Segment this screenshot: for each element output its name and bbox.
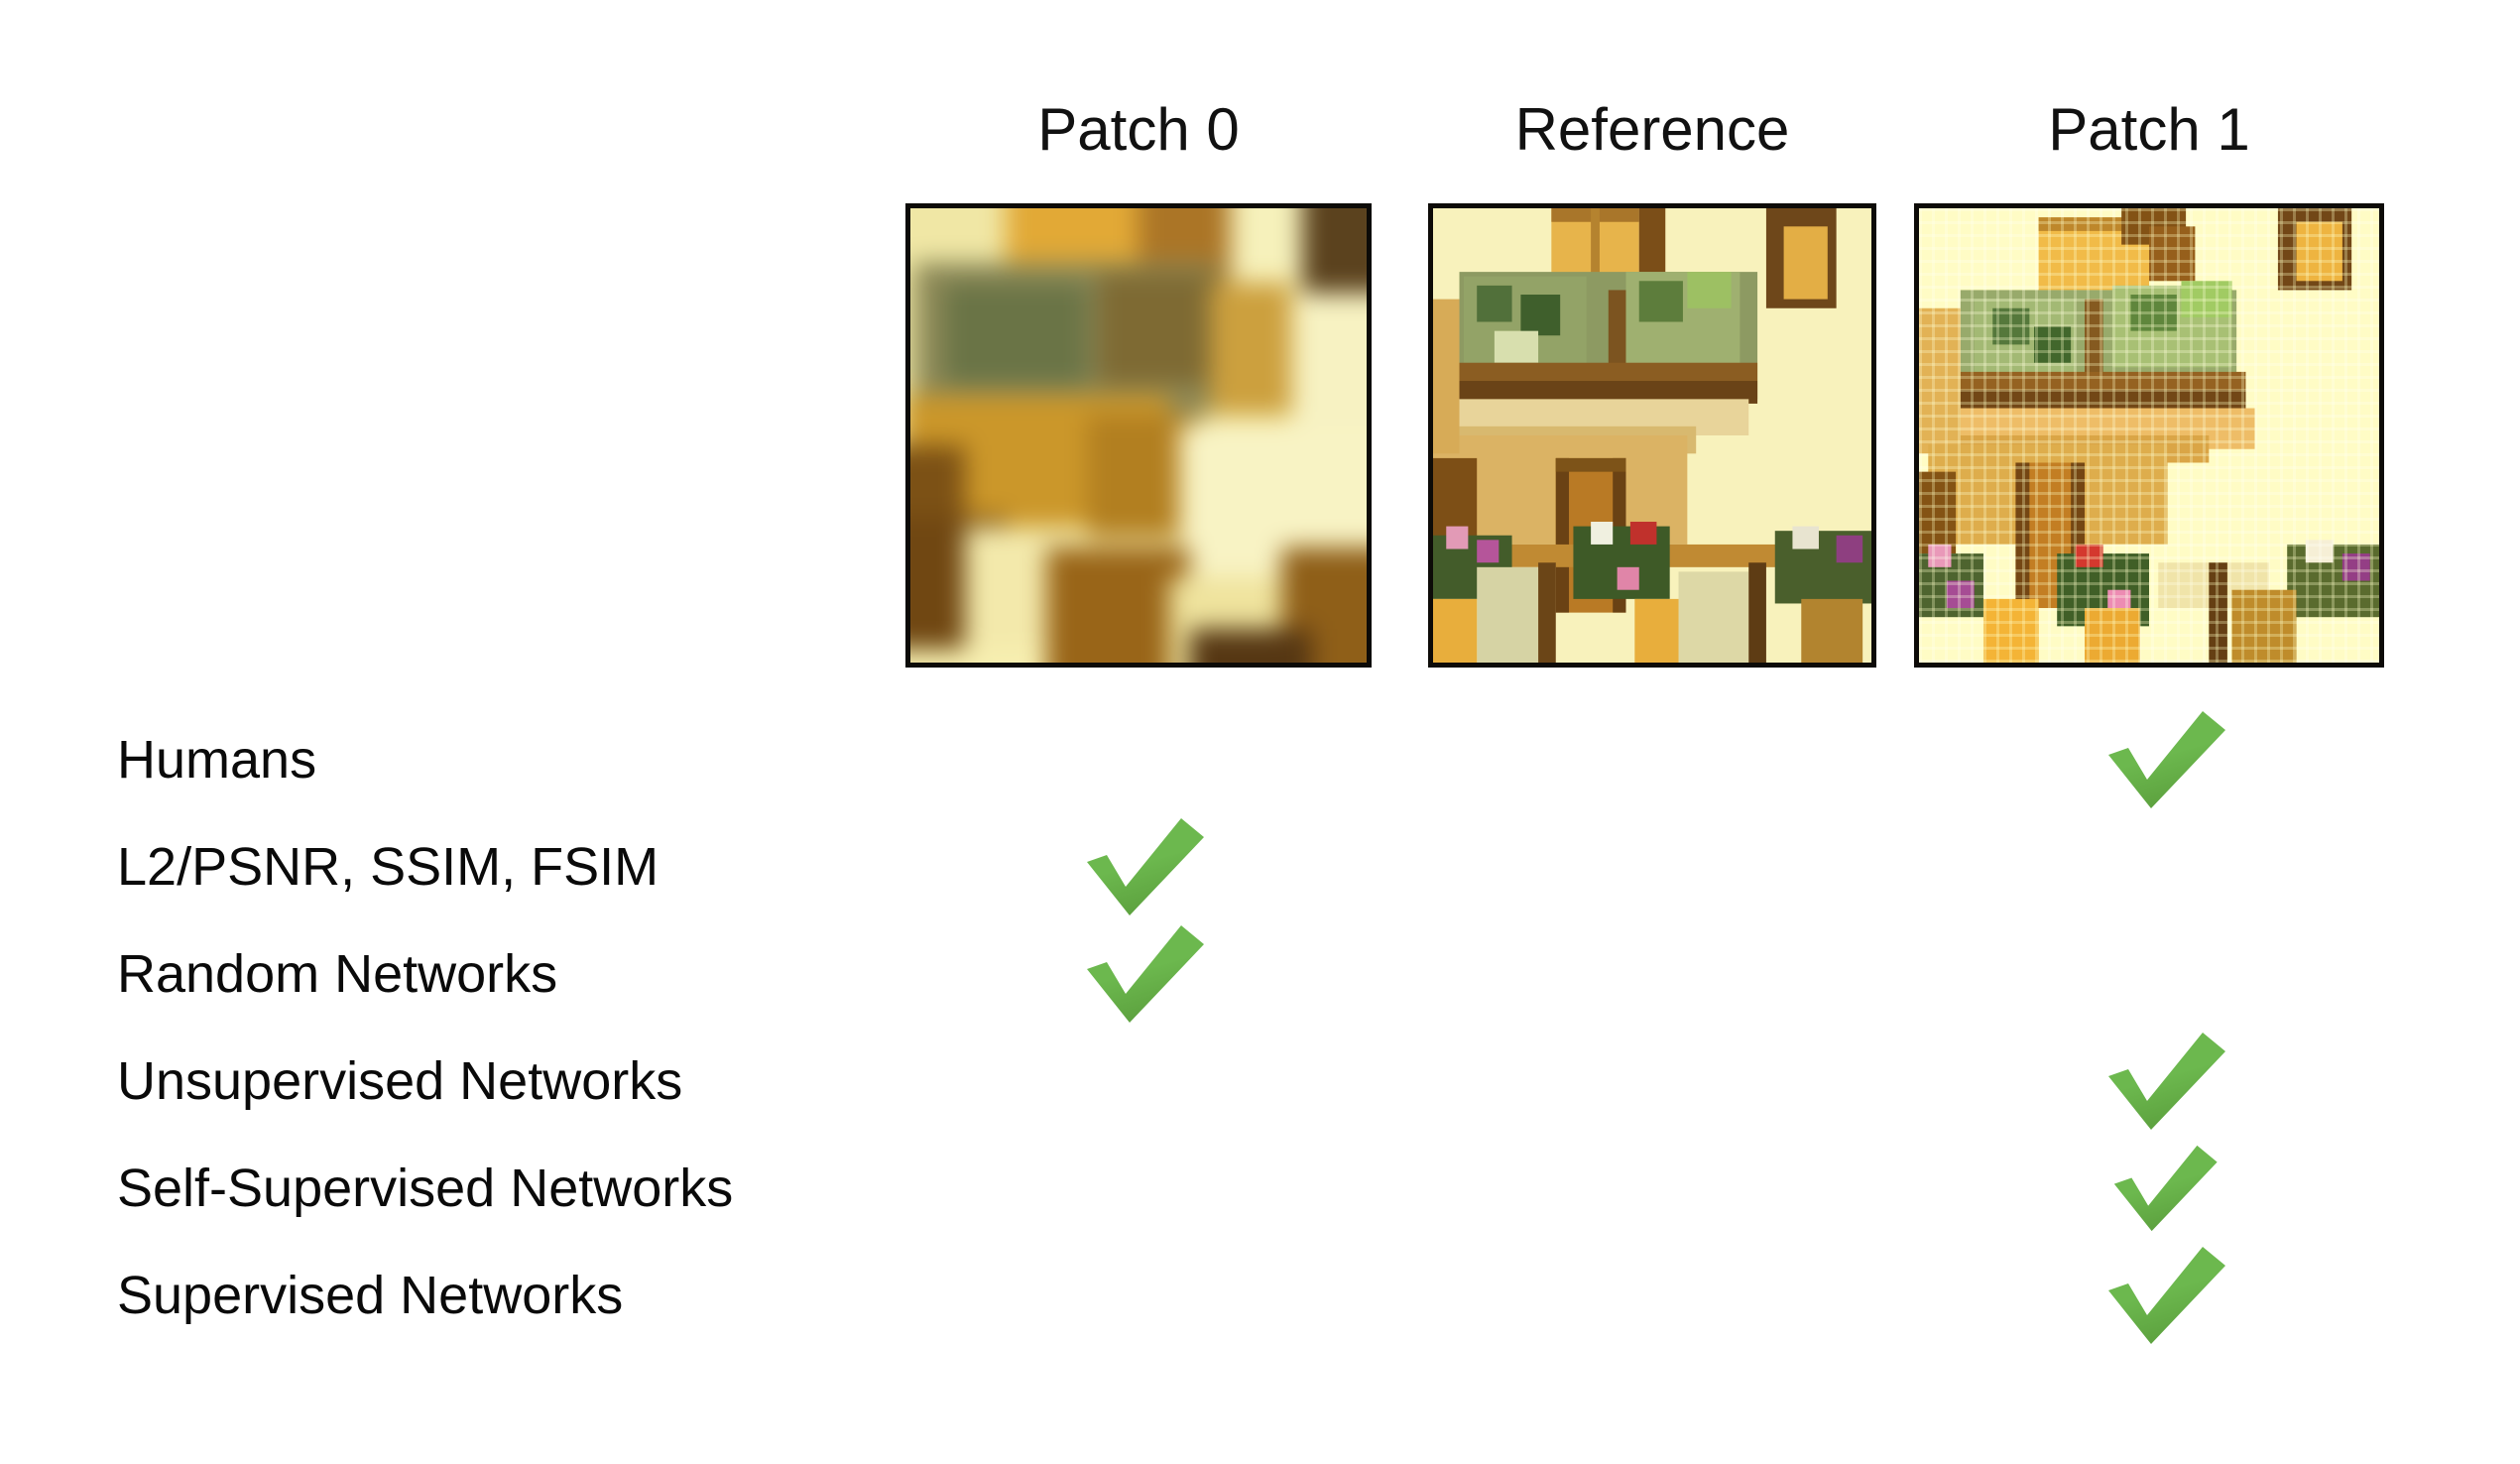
result-row-label: Humans: [117, 730, 317, 790]
result-row: Self-Supervised Networks: [0, 1135, 2520, 1242]
result-row: L2/PSNR, SSIM, FSIM: [0, 813, 2520, 920]
result-row: Random Networks: [0, 920, 2520, 1028]
result-row-label: Supervised Networks: [117, 1266, 624, 1325]
check-icon-patch0: [1081, 922, 1240, 1026]
reference-image-thumbnail: [1433, 208, 1871, 663]
check-icon-patch1: [2102, 708, 2261, 811]
check-icon-patch0: [1081, 815, 1240, 918]
result-row-label: L2/PSNR, SSIM, FSIM: [117, 837, 660, 897]
result-row-label: Random Networks: [117, 944, 558, 1004]
compressed-image-thumbnail: [1919, 208, 2379, 663]
blurred-image-thumbnail: [910, 208, 1367, 663]
image-patch-1: [1914, 203, 2384, 668]
check-icon-patch1: [2102, 1137, 2261, 1240]
check-icon-patch1: [2102, 1244, 2261, 1347]
image-patch-reference: [1428, 203, 1876, 668]
column-header-patch-1: Patch 1: [2048, 96, 2250, 163]
result-row-label: Self-Supervised Networks: [117, 1159, 734, 1218]
result-row: Supervised Networks: [0, 1242, 2520, 1349]
result-row-label: Unsupervised Networks: [117, 1051, 683, 1111]
column-header-reference: Reference: [1514, 96, 1790, 163]
check-icon-patch1: [2102, 1030, 2261, 1133]
result-row: Unsupervised Networks: [0, 1028, 2520, 1135]
column-header-patch-0: Patch 0: [1037, 96, 1240, 163]
image-patch-0: [905, 203, 1372, 668]
result-row: Humans: [0, 706, 2520, 813]
